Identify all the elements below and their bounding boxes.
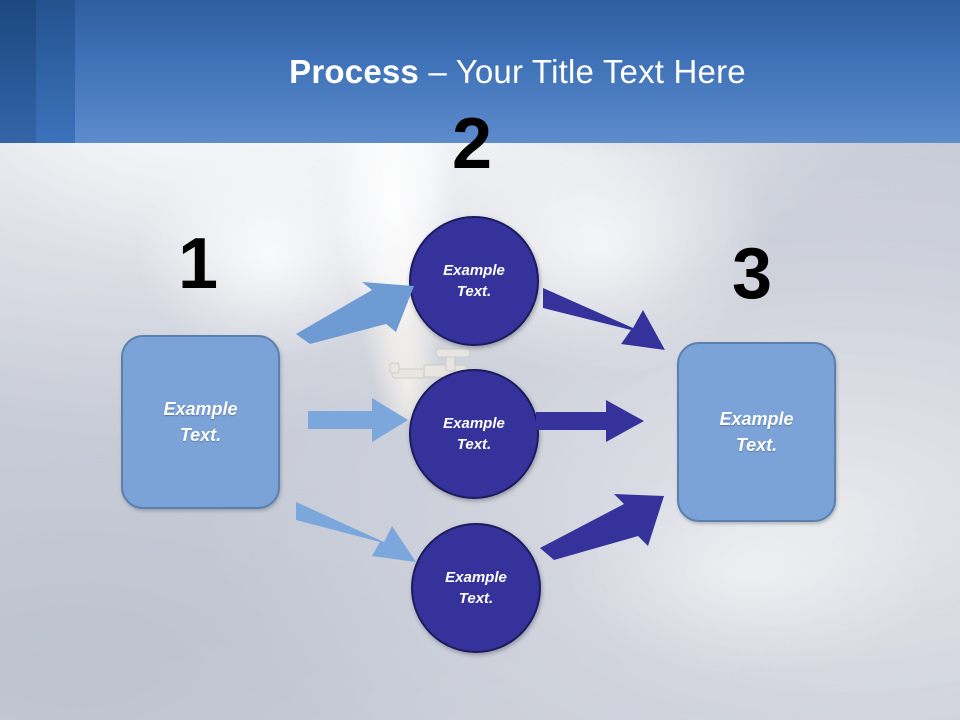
process-box-right-line1: Example [719, 409, 794, 429]
page-title-rest: Your Title Text Here [455, 53, 746, 90]
process-box-left-text: Example Text. [163, 396, 237, 448]
process-circle-top-line2: Text. [456, 283, 492, 300]
header-accent-band-dark [0, 0, 36, 143]
process-circle-middle-text: Example Text. [443, 413, 505, 455]
process-circle-bottom-line2: Text. [458, 590, 494, 607]
slide-header [0, 0, 960, 143]
step-number-2: 2 [451, 104, 493, 184]
process-box-left-line1: Example [163, 399, 238, 419]
header-accent-band-mid [36, 0, 75, 143]
process-box-right-line2: Text. [735, 435, 778, 455]
arrow-up-right-icon [296, 282, 414, 344]
arrow-right-icon [536, 400, 644, 442]
process-circle-bottom-line1: Example [445, 569, 507, 586]
step-number-3: 3 [731, 234, 773, 314]
arrow-right-icon [308, 398, 408, 442]
step-number-1: 1 [177, 224, 219, 304]
process-box-right[interactable]: Example Text. [677, 342, 836, 522]
process-circle-middle[interactable]: Example Text. [409, 369, 539, 499]
page-title: Process – Your Title Text Here [75, 52, 960, 92]
arrow-down-right-icon [543, 288, 665, 350]
process-circle-middle-line1: Example [443, 415, 505, 432]
arrow-up-right-icon [540, 494, 664, 560]
process-circle-top[interactable]: Example Text. [409, 216, 539, 346]
process-box-left-line2: Text. [179, 425, 222, 445]
process-circle-top-line1: Example [443, 262, 505, 279]
page-title-separator: – [418, 53, 456, 90]
process-box-left[interactable]: Example Text. [121, 335, 280, 509]
page-title-bold: Process [289, 53, 419, 90]
process-box-right-text: Example Text. [719, 406, 793, 458]
arrow-down-right-icon [296, 502, 416, 562]
process-circle-bottom[interactable]: Example Text. [411, 523, 541, 653]
airplane-icon [389, 348, 473, 379]
process-circle-bottom-text: Example Text. [445, 567, 507, 609]
process-circle-top-text: Example Text. [443, 260, 505, 302]
process-circle-middle-line2: Text. [456, 436, 492, 453]
